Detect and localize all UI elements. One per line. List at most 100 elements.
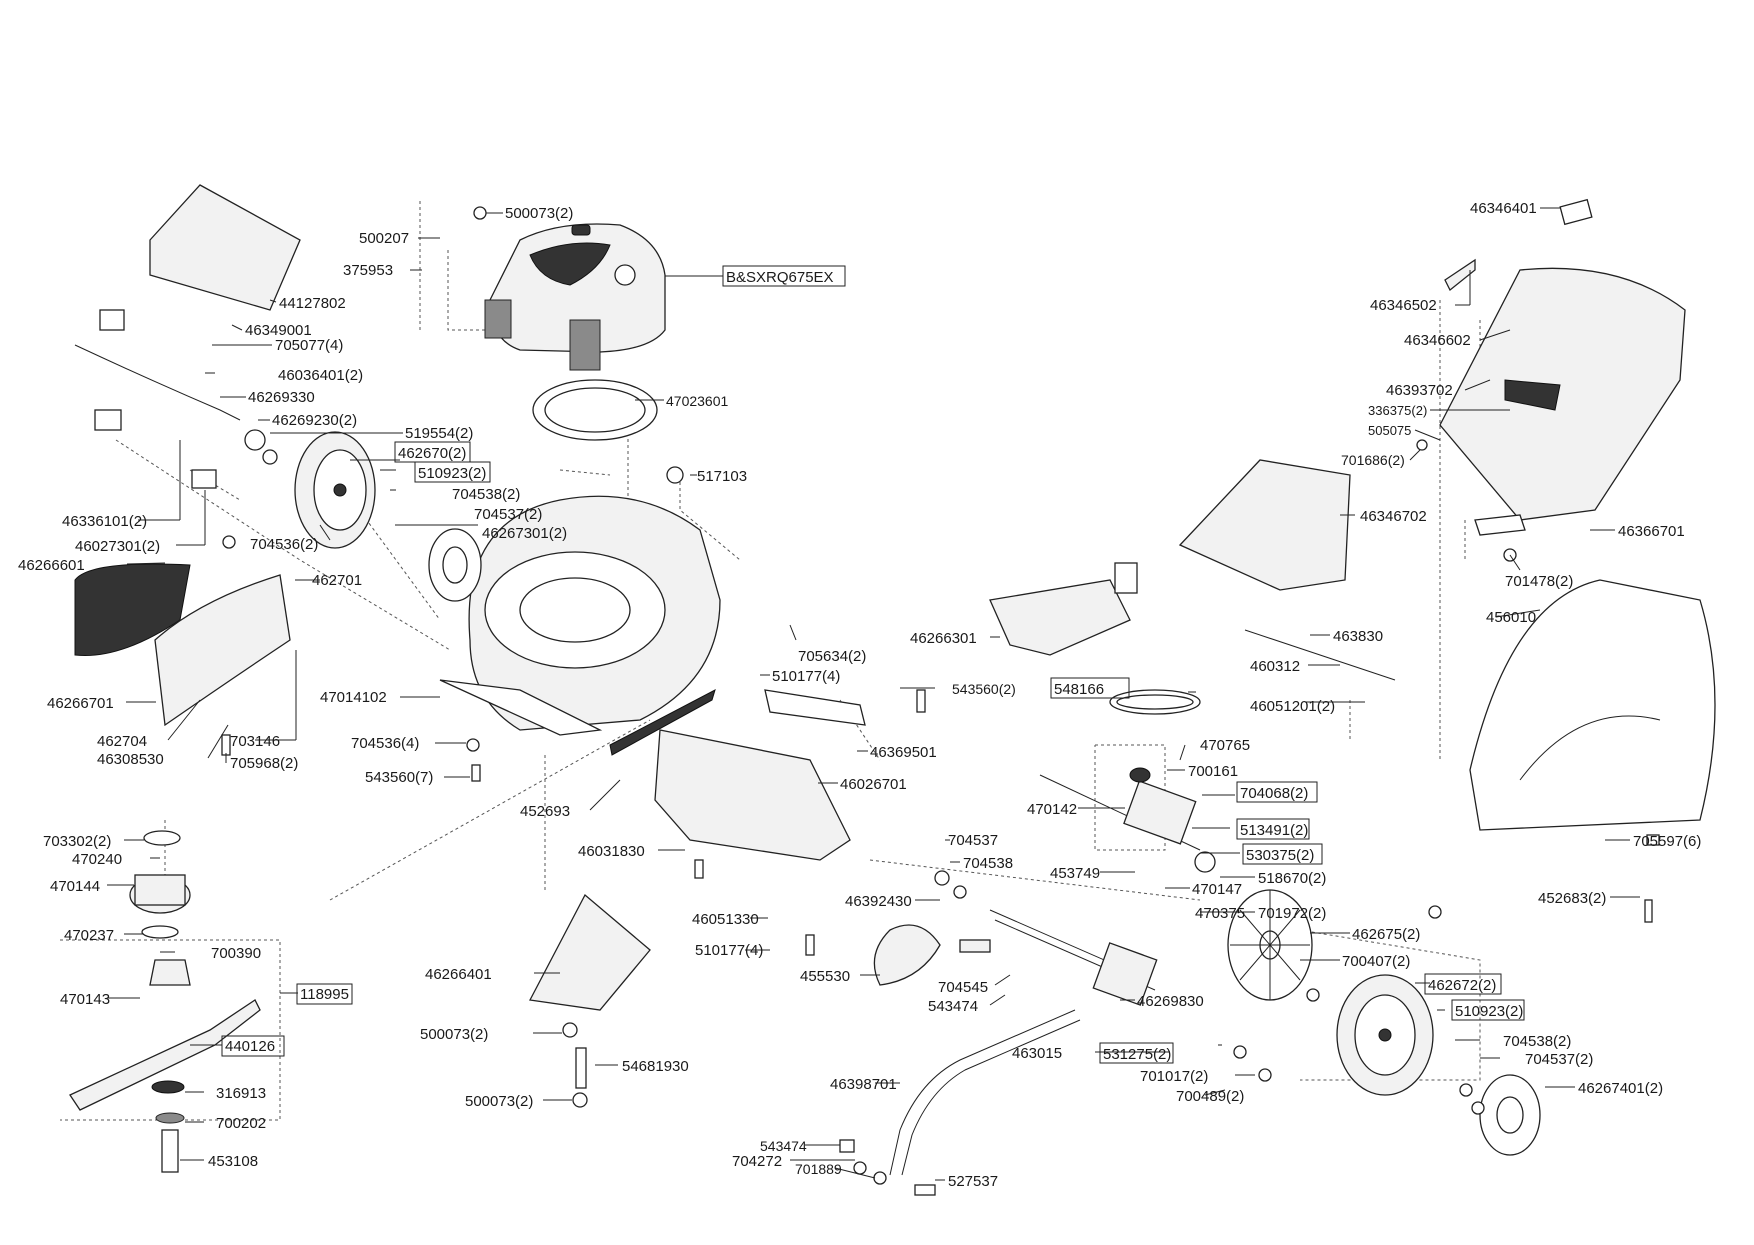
label-46369501: 46369501 — [870, 744, 937, 761]
label-46266701: 46266701 — [47, 695, 114, 712]
label-704536-deck: 704536(4) — [351, 735, 419, 752]
boxed-label-frames — [221, 265, 1525, 1064]
label-548166: 548166 — [1054, 681, 1104, 698]
label-453108: 453108 — [208, 1153, 258, 1170]
label-510177-deck: 510177(4) — [772, 668, 840, 685]
label-705077: 705077(4) — [275, 337, 343, 354]
label-46266301: 46266301 — [910, 630, 977, 647]
label-527537: 527537 — [948, 1173, 998, 1190]
label-46051330: 46051330 — [692, 911, 759, 928]
mulch-plug-illustration — [528, 893, 651, 1011]
label-462704: 462704 — [97, 733, 147, 750]
label-500207: 500207 — [359, 230, 409, 247]
fastener-illustrations — [221, 439, 1660, 1196]
label-46031830: 46031830 — [578, 843, 645, 860]
label-46398701: 46398701 — [830, 1076, 897, 1093]
label-704272: 704272 — [732, 1153, 782, 1170]
label-705968: 705968(2) — [230, 755, 298, 772]
drivetrain-illustration — [1039, 629, 1396, 873]
label-705597: 705597(6) — [1633, 833, 1701, 850]
label-46346401: 46346401 — [1470, 200, 1537, 217]
label-46269230: 46269230(2) — [272, 412, 357, 429]
rear-axle-handle-illustration — [873, 909, 1158, 1176]
label-500073-mulch-bottom: 500073(2) — [465, 1093, 533, 1110]
label-704538-rear-left: 704538 — [963, 855, 1013, 872]
label-462672: 462672(2) — [1428, 977, 1496, 994]
label-470765: 470765 — [1200, 737, 1250, 754]
label-701686: 701686(2) — [1341, 452, 1405, 468]
front-cover-illustration — [74, 184, 301, 727]
label-505075: 505075 — [1368, 423, 1411, 438]
label-704538-rear-right: 704538(2) — [1503, 1033, 1571, 1050]
label-46346502: 46346502 — [1370, 297, 1437, 314]
rear-wheel-illustration — [1336, 974, 1434, 1096]
label-46266601: 46266601 — [18, 557, 85, 574]
label-118995: 118995 — [300, 986, 349, 1003]
label-543560-deck: 543560(2) — [952, 681, 1016, 697]
engine-illustration — [473, 206, 666, 371]
label-704068: 704068(2) — [1240, 785, 1308, 802]
leader-lines — [107, 207, 1640, 1181]
label-701889: 701889 — [795, 1161, 842, 1177]
label-470144: 470144 — [50, 878, 100, 895]
part-number-labels: 500073(2) 500207 375953 B&SXRQ675EX 4412… — [18, 200, 1701, 1190]
front-hubcap-illustration — [428, 528, 482, 602]
label-704545: 704545 — [938, 979, 988, 996]
label-46269330: 46269330 — [248, 389, 315, 406]
label-46366701: 46366701 — [1618, 523, 1685, 540]
label-510923-rear: 510923(2) — [1455, 1003, 1523, 1020]
label-44127802: 44127802 — [279, 295, 346, 312]
label-701017: 701017(2) — [1140, 1068, 1208, 1085]
label-453749: 453749 — [1050, 865, 1100, 882]
label-531275: 531275(2) — [1103, 1046, 1171, 1063]
label-700161: 700161 — [1188, 763, 1238, 780]
label-704536-front: 704536(2) — [250, 536, 318, 553]
label-46336101: 46336101(2) — [62, 513, 147, 530]
label-705634: 705634(2) — [798, 648, 866, 665]
label-700489: 700489(2) — [1176, 1088, 1244, 1105]
label-701972: 701972(2) — [1258, 905, 1326, 922]
label-518670: 518670(2) — [1258, 870, 1326, 887]
label-519554: 519554(2) — [405, 425, 473, 442]
label-engine-model: B&SXRQ675EX — [726, 269, 834, 286]
label-700390: 700390 — [211, 945, 261, 962]
label-336375: 336375(2) — [1368, 403, 1427, 418]
label-543474-handle: 543474 — [760, 1138, 807, 1154]
label-452693: 452693 — [520, 803, 570, 820]
label-517103: 517103 — [697, 468, 747, 485]
label-455530: 455530 — [800, 968, 850, 985]
label-46346602: 46346602 — [1404, 332, 1471, 349]
blade-assembly-illustration — [69, 830, 261, 1173]
label-46266401: 46266401 — [425, 966, 492, 983]
label-470375: 470375 — [1195, 905, 1245, 922]
label-530375: 530375(2) — [1246, 847, 1314, 864]
rear-hubcap-illustration — [1479, 1074, 1541, 1156]
label-46393702: 46393702 — [1386, 382, 1453, 399]
label-470143: 470143 — [60, 991, 110, 1008]
label-500073-mulch-top: 500073(2) — [420, 1026, 488, 1043]
label-704538-front: 704538(2) — [452, 486, 520, 503]
label-701478: 701478(2) — [1505, 573, 1573, 590]
label-46051201: 46051201(2) — [1250, 698, 1335, 715]
label-46036401: 46036401(2) — [278, 367, 363, 384]
label-463015: 463015 — [1012, 1045, 1062, 1062]
label-46026701: 46026701 — [840, 776, 907, 793]
label-452683: 452683(2) — [1538, 890, 1606, 907]
label-316913: 316913 — [216, 1085, 266, 1102]
height-adjuster-illustration — [74, 309, 278, 489]
label-460312: 460312 — [1250, 658, 1300, 675]
label-470147: 470147 — [1192, 881, 1242, 898]
label-54681930: 54681930 — [622, 1058, 689, 1075]
label-543474-axle: 543474 — [928, 998, 978, 1015]
gasket-ring-illustration — [532, 379, 658, 441]
label-46267301: 46267301(2) — [482, 525, 567, 542]
label-456010: 456010 — [1486, 609, 1536, 626]
grass-box-accessories-illustration — [989, 198, 1593, 656]
label-704537-rear-left: 704537 — [948, 832, 998, 849]
grass-box-illustration — [1178, 267, 1716, 831]
label-46308530: 46308530 — [97, 751, 164, 768]
label-704537-front: 704537(2) — [474, 506, 542, 523]
label-46027301: 46027301(2) — [75, 538, 160, 555]
